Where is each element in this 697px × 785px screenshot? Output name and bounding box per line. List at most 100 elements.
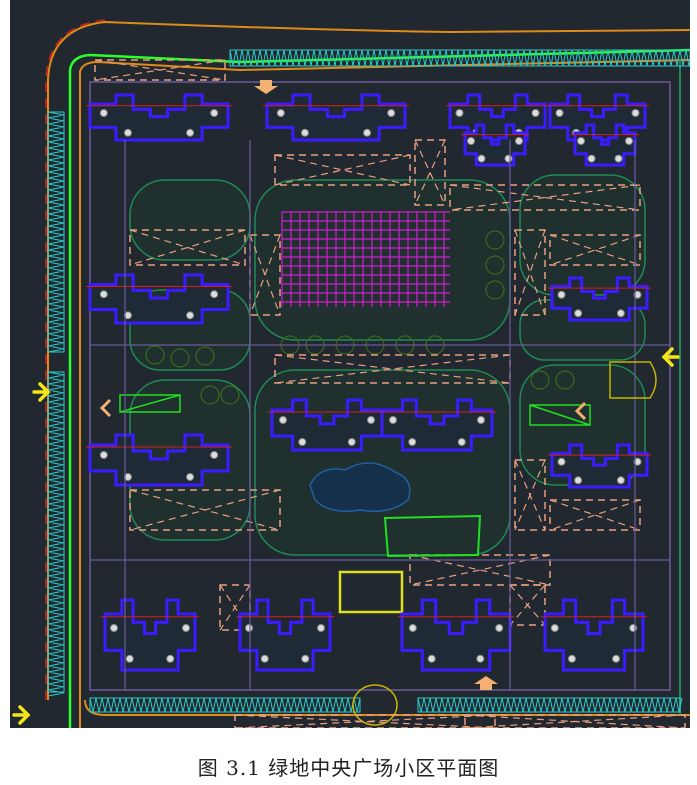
building-marker-icon [260,654,269,663]
building-marker-icon [633,290,642,299]
building-marker-icon [625,137,633,145]
green-lawn-box [383,514,482,558]
residential-building [543,598,645,672]
building-marker-icon [186,128,195,137]
building-marker-icon [210,109,219,117]
building-marker-icon [477,416,485,424]
central-plaza-grid [281,211,450,307]
building-marker-icon [298,438,307,446]
building-marker-icon [495,624,504,632]
entrance-arrow-icon [661,347,680,367]
building-marker-icon [186,473,195,481]
hatch-strip-left-lower-pattern [47,371,65,697]
building-marker-icon [531,109,540,117]
building-marker-icon [616,476,625,485]
tree [530,370,550,390]
parking-area-x [509,584,546,626]
pavilion [338,570,404,614]
parking-area [94,59,226,81]
hatch-strip-top-pattern [229,49,693,67]
residential-building [265,93,407,142]
tree [220,385,240,405]
building-marker-icon [276,109,285,117]
entrance-arrow-icon [254,80,278,94]
inner-road-edge [79,59,691,728]
sports-court-left [119,394,181,413]
site-plan-svg [12,19,693,729]
building-marker-icon [408,624,417,632]
hatch-strip-bottom-left-pattern [89,697,361,713]
parking-area-x [234,714,496,729]
parking-area [409,554,551,586]
parking-area-x [549,234,641,266]
pond [309,462,411,512]
building-marker-icon [457,438,466,446]
parking-area [509,584,546,626]
parking-area [514,229,546,316]
entrance-arrow-icon [12,705,31,725]
green-space [254,179,511,341]
parking-area [514,459,546,531]
inner-road-loop [89,81,671,691]
building-marker-icon [577,137,585,145]
outer-road-edge [47,20,691,700]
building-marker-icon [515,137,523,145]
building-marker-icon [555,109,564,117]
parking-area-x [464,714,686,729]
tree [485,230,505,250]
building-marker-icon [387,109,396,117]
building-marker-icon [408,438,417,446]
internal-paths [90,140,670,690]
hatch-strip-left-pattern [47,111,65,353]
building-marker-icon [557,290,566,299]
site-plan-drawing [10,0,693,729]
building-marker-icon [301,654,310,663]
hatch-strip-bottom-right-pattern [417,697,683,713]
figure-caption: 图 3.1 绿地中央广场小区平面图 [197,756,500,780]
parking-area-x [514,459,546,531]
building-marker-icon [210,290,219,299]
building-marker-icon [367,416,375,424]
tree [485,255,505,275]
green-space [254,369,511,556]
sports-court [529,404,591,426]
building-marker-icon [279,416,287,424]
tree [200,385,220,405]
parking-area-x [274,354,511,384]
parking-area-x [129,229,246,266]
building-marker-icon [455,109,464,117]
parking-area-x [94,59,226,81]
residential-building [103,598,197,672]
entrance-arrow-icon [474,676,498,690]
building-marker-icon [567,654,576,663]
parking-area-x [129,489,281,531]
building-marker-icon [110,624,118,632]
building-marker-icon [550,624,559,632]
parking-area-x [549,499,641,531]
building-marker-icon [629,624,638,632]
building-marker-icon [166,654,175,663]
tree [555,370,575,390]
building-marker-icon [574,476,583,485]
building-marker-icon [587,154,596,163]
building-marker-icon [182,624,190,632]
bottom-gate-island [352,684,398,726]
building-marker-icon [300,128,309,137]
tree [145,345,165,365]
building-marker-icon [612,654,621,663]
residential-building [400,598,512,672]
tree [485,280,505,300]
building-marker-icon [210,451,219,459]
building-marker-icon [99,109,108,117]
building-marker-icon [317,624,325,632]
building-marker-icon [99,451,108,459]
parking-area-x [249,234,281,316]
parking-area-x [514,229,546,316]
building-marker-icon [477,154,486,163]
parking-area [129,229,246,266]
building-marker-icon [347,438,356,446]
east-gate [609,361,657,399]
building-marker-icon [389,416,397,424]
building-marker-icon [99,290,108,299]
building-marker-icon [614,154,623,163]
